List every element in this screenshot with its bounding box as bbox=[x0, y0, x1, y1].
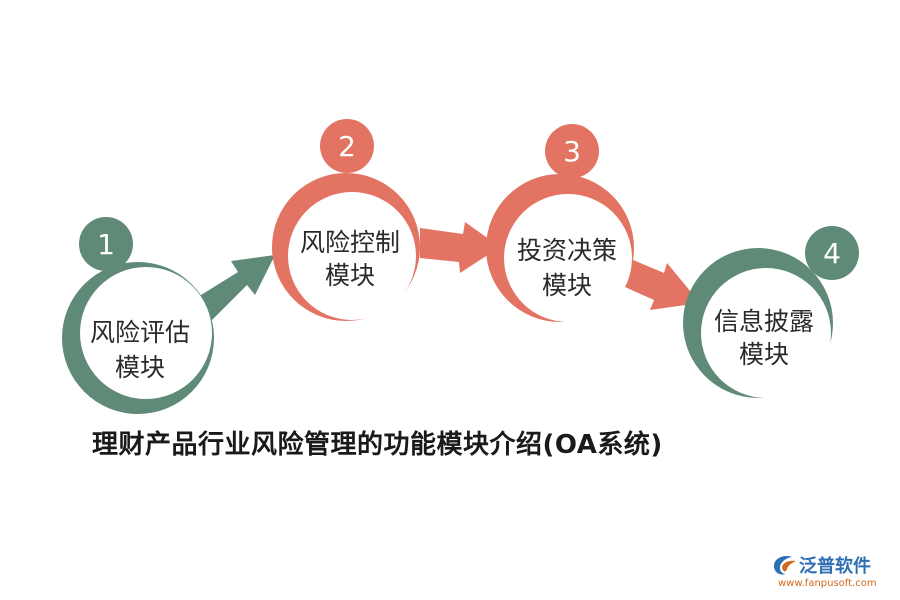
arrow-1-to-2 bbox=[193, 255, 275, 325]
step-1-number: 1 bbox=[97, 228, 115, 261]
step-1-badge bbox=[79, 217, 133, 271]
step-1-label-line2: 模块 bbox=[115, 353, 165, 382]
step-4-label-line2: 模块 bbox=[739, 340, 789, 369]
arrow-3-to-4 bbox=[616, 257, 700, 310]
step-4: 4 信息披露 模块 bbox=[683, 226, 859, 398]
step-4-badge bbox=[805, 226, 859, 280]
step-2-badge bbox=[320, 119, 374, 173]
step-3-badge bbox=[545, 124, 599, 178]
logo-name: 泛普软件 bbox=[799, 556, 871, 577]
logo-url: www.fanpusoft.com bbox=[778, 578, 877, 589]
step-2-label-line1: 风险控制 bbox=[300, 228, 400, 257]
diagram-title: 理财产品行业风险管理的功能模块介绍(OA系统) bbox=[92, 430, 663, 460]
step-1: 1 风险评估 模块 bbox=[62, 217, 214, 414]
step-3-label-line1: 投资决策 bbox=[517, 236, 617, 265]
step-3-number: 3 bbox=[563, 135, 581, 168]
step-2: 2 风险控制 模块 bbox=[272, 119, 420, 321]
step-1-label-line1: 风险评估 bbox=[90, 318, 190, 347]
step-3-label-line2: 模块 bbox=[542, 271, 592, 300]
step-4-number: 4 bbox=[823, 237, 841, 270]
fanpu-logo: 泛普软件 www.fanpusoft.com bbox=[770, 552, 895, 597]
step-4-label-line1: 信息披露 bbox=[714, 307, 814, 336]
arrow-2-to-3 bbox=[420, 222, 500, 273]
step-3: 3 投资决策 模块 bbox=[486, 124, 634, 322]
step-2-number: 2 bbox=[338, 130, 356, 163]
fanpu-logo-icon bbox=[774, 556, 796, 575]
step-2-label-line2: 模块 bbox=[325, 261, 375, 290]
